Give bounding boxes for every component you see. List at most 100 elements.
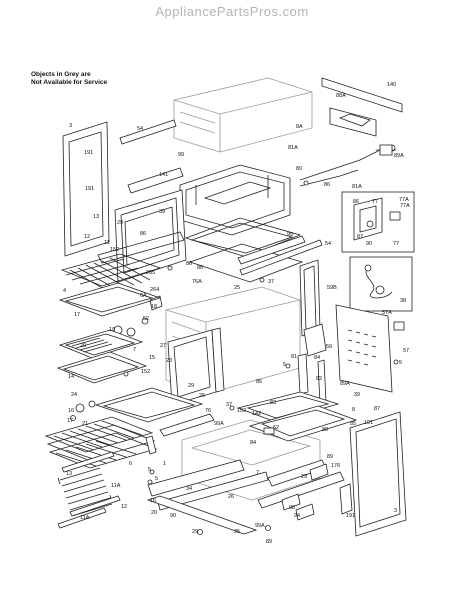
upper-oven-cavity <box>173 77 313 153</box>
part-callout: 12 <box>121 504 127 510</box>
part-callout: 5 <box>148 467 151 473</box>
part-callout: 76 <box>205 408 211 414</box>
part-callout: 62 <box>273 425 279 431</box>
upper-tray-handle <box>149 295 163 311</box>
part-callout: 18 <box>151 304 157 310</box>
part-callout: 7 <box>133 347 136 353</box>
part-callout: 76A <box>192 279 202 285</box>
part-callout: 83 <box>270 400 276 406</box>
part-callout: 29 <box>192 529 198 535</box>
upper-oven-bottom <box>184 217 304 283</box>
part-callout: 191 <box>85 186 94 192</box>
part-callout: 20 <box>80 343 86 349</box>
grey-objects-note: Objects in Grey are Not Available for Se… <box>31 71 107 87</box>
part-callout: 29 <box>188 383 194 389</box>
part-callout: 90 <box>366 241 372 247</box>
part-callout: 98 <box>289 505 295 511</box>
note-line-1: Objects in Grey are <box>31 71 91 78</box>
part-callout: 11A <box>111 483 121 489</box>
part-callout: 39 <box>354 392 360 398</box>
part-callout: 77 <box>393 241 399 247</box>
part-callout: 86 <box>256 379 262 385</box>
part-callout: 191 <box>346 513 355 519</box>
part-callout: 191 <box>364 420 373 426</box>
lower-door-frame <box>167 327 225 406</box>
detail-box-cord <box>349 256 413 312</box>
part-callout: 26 <box>199 393 205 399</box>
part-callout: 86 <box>353 199 359 205</box>
part-callout: 7 <box>256 470 259 476</box>
side-rails <box>119 119 323 276</box>
small-parts-lower <box>147 463 329 535</box>
part-callout: 81 <box>291 354 297 360</box>
part-callout: 16 <box>68 408 74 414</box>
side-column-panel <box>299 259 321 337</box>
part-callout: 94 <box>294 513 300 519</box>
lower-oven-pan <box>94 387 204 423</box>
part-callout: 23 <box>166 358 172 364</box>
part-callout: 57A <box>382 310 392 316</box>
part-callout: 99 <box>287 232 293 238</box>
part-callout: 5 <box>399 360 402 366</box>
part-callout: 57 <box>403 348 409 354</box>
part-callout: 265 <box>146 270 155 276</box>
part-callout: 89A <box>394 153 404 159</box>
right-side-panel <box>349 411 407 537</box>
part-callout: 14 <box>68 374 74 380</box>
site-watermark: AppliancePartsPros.com <box>155 4 309 19</box>
storage-drawer <box>147 419 321 511</box>
back-trim-top <box>321 77 403 137</box>
part-callout: 85 <box>350 421 356 427</box>
part-callout: 99A <box>214 421 224 427</box>
part-callout: 20 <box>151 510 157 516</box>
part-callout: 89 <box>327 454 333 460</box>
kick-plate <box>146 459 345 535</box>
detail-box-relay <box>341 191 415 253</box>
part-callout: 77 <box>372 199 378 205</box>
part-callout: 54 <box>325 241 331 247</box>
upper-oven-door <box>97 189 187 283</box>
part-callout: 37 <box>226 402 232 408</box>
part-callout: 21 <box>82 421 88 427</box>
part-callout: 80 <box>296 166 302 172</box>
part-callout: 82 <box>316 376 322 382</box>
part-callout: 37 <box>268 279 274 285</box>
part-callout: 52 <box>143 316 149 322</box>
part-callout: 27 <box>160 343 166 349</box>
part-callout: 90 <box>170 513 176 519</box>
part-callout: 12 <box>84 234 90 240</box>
rear-panel <box>335 304 405 393</box>
part-callout: 24 <box>71 392 77 398</box>
part-callout: 81A <box>352 184 362 190</box>
part-callout: 84 <box>250 440 256 446</box>
part-callout: 4 <box>63 288 66 294</box>
part-callout: 152 <box>110 247 119 253</box>
part-callout: 142 <box>252 411 261 417</box>
part-callout: 88 <box>322 427 328 433</box>
note-line-2: Not Available for Service <box>31 79 108 86</box>
part-callout: 17 <box>74 312 80 318</box>
part-callout: 77A <box>399 197 409 203</box>
part-callout: 6A <box>140 293 147 299</box>
part-callout: 8A <box>296 124 303 130</box>
part-callout: 8 <box>352 407 355 413</box>
part-callout: 59 <box>326 344 332 350</box>
bracket-59 <box>303 323 327 357</box>
right-vertical-strip <box>297 353 327 405</box>
part-callout: 3 <box>394 508 397 514</box>
part-callout: 26 <box>228 494 234 500</box>
toe-brackets <box>145 413 215 455</box>
broil-pan-lower <box>56 329 148 384</box>
clip-191 <box>339 483 353 515</box>
knob-cluster-lower <box>70 400 96 421</box>
part-callout: 59B <box>327 285 337 291</box>
upper-switch-module <box>376 144 396 156</box>
part-callout: 88A <box>336 93 346 99</box>
part-callout: 3 <box>69 123 72 129</box>
part-callout: 89A <box>340 381 350 387</box>
part-callout: 140 <box>387 82 396 88</box>
part-callout: 99 <box>178 152 184 158</box>
